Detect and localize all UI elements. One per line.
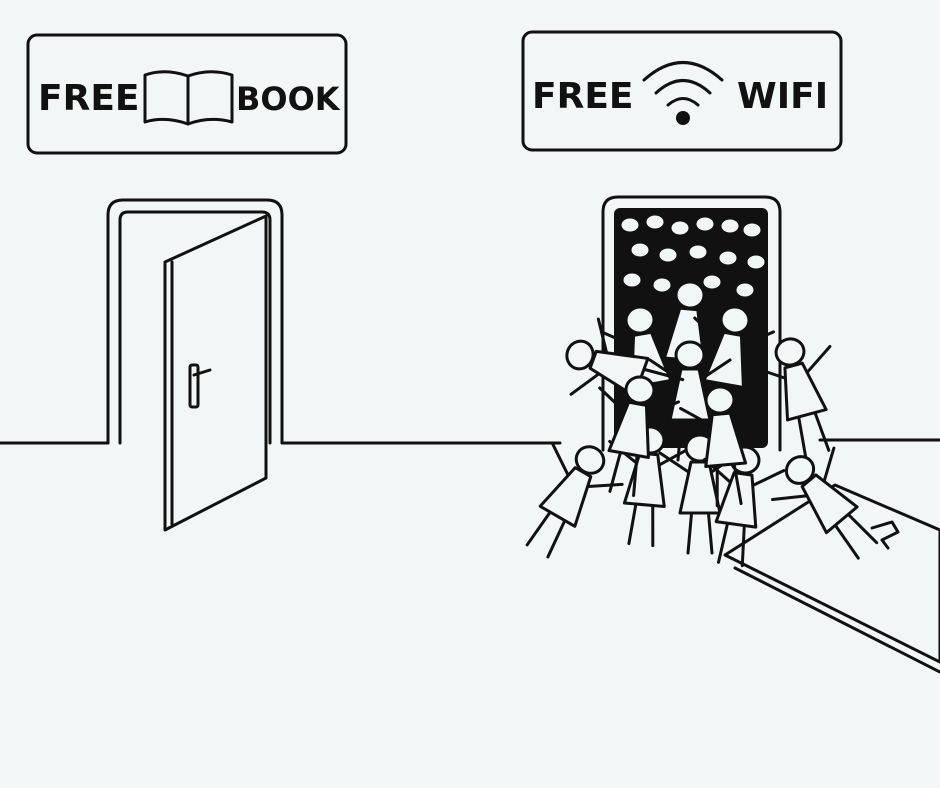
sign-word-book: BOOK xyxy=(236,80,341,118)
crowd-head xyxy=(700,272,724,292)
stick-figure xyxy=(598,375,681,497)
crowd-head xyxy=(628,240,652,260)
open-book-icon xyxy=(143,70,234,126)
wifi-icon xyxy=(642,61,724,125)
fallen-door xyxy=(723,483,940,674)
sign-word-free: FREE xyxy=(532,76,634,117)
open-door xyxy=(106,198,284,532)
crowd-head xyxy=(650,275,674,295)
crowd-head xyxy=(733,280,757,300)
sign-word-free: FREE xyxy=(38,78,140,119)
free-book-sign: FREE BOOK xyxy=(26,33,348,155)
stick-figure xyxy=(751,337,832,459)
crowd-head xyxy=(620,270,644,290)
crowd-head xyxy=(740,220,764,240)
door-handle-icon xyxy=(188,363,212,409)
crowd-head xyxy=(668,218,692,238)
stick-figure xyxy=(693,305,776,427)
crowd-head xyxy=(693,214,717,234)
stick-figure xyxy=(771,446,879,560)
crowd-head xyxy=(618,215,642,235)
stick-figure xyxy=(679,385,762,508)
floor-line xyxy=(0,438,940,445)
crowd-head xyxy=(656,245,680,265)
crowd-head xyxy=(718,216,742,236)
crowd-head xyxy=(744,252,768,272)
crowd xyxy=(525,212,879,568)
door-handle-icon xyxy=(870,520,900,550)
free-wifi-sign: FREE WIFI xyxy=(521,30,843,152)
crowd-head xyxy=(643,212,667,232)
crowd-head xyxy=(686,242,710,262)
sign-word-wifi: WIFI xyxy=(737,76,828,117)
stick-figure xyxy=(525,442,624,559)
crowd-head xyxy=(716,248,740,268)
